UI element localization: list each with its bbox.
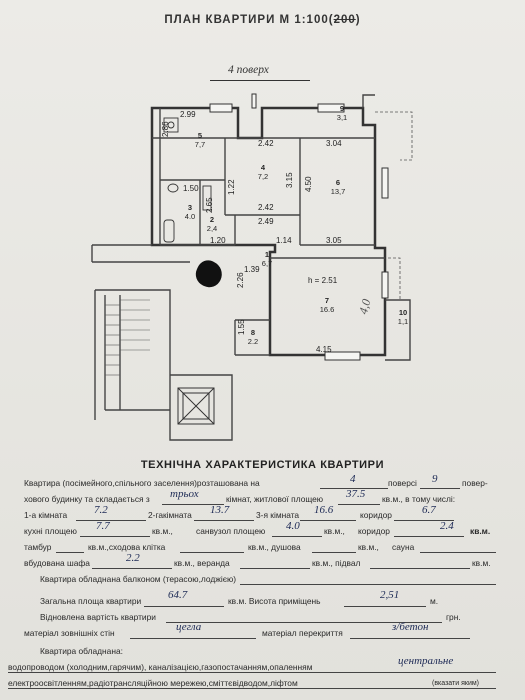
floor-value: 4 [350, 473, 356, 485]
ceiling-height-value: 2,51 [380, 589, 400, 601]
dim-label: 2.99 [180, 110, 196, 119]
kitchen-area-value: 7.7 [96, 520, 110, 532]
dim-label: 1.50 [183, 184, 199, 193]
dim-label: 2.26 [236, 272, 245, 288]
dim-label: 1.39 [244, 265, 260, 274]
floor-material-value: з/бетон [392, 621, 429, 633]
room2-area-value: 13.7 [210, 504, 230, 516]
floor-plan [91, 93, 413, 441]
dim-label: 4.15 [316, 345, 332, 354]
dim-label: 1.22 [227, 179, 236, 195]
dim-label: 1.20 [210, 236, 226, 245]
total-floors-value: 9 [432, 473, 438, 485]
floor-underline [210, 80, 310, 81]
tech-title: ТЕХНІЧНА ХАРАКТЕРИСТИКА КВАРТИРИ [140, 459, 385, 471]
dim-label: 2.49 [258, 217, 274, 226]
dim-label: 2.42 [258, 203, 274, 212]
dim-label: 2.65 [205, 197, 214, 213]
floor-label: 4 поверх [228, 64, 269, 76]
rooms-count-value: трьох [170, 488, 199, 500]
plan-title: ПЛАН КВАРТИРИ М 1:100(200) [164, 14, 361, 26]
struck-scale: 200 [333, 14, 356, 26]
dim-label: 2.86 [161, 121, 170, 137]
ceiling-height: h = 2.51 [308, 276, 338, 285]
room3-area-value: 16.6 [314, 504, 334, 516]
corridor2-area-value: 2.4 [440, 520, 454, 532]
bathroom-area-value: 4.0 [286, 520, 300, 532]
living-area-value: 37.5 [346, 488, 366, 500]
corridor-area-value: 6.7 [422, 504, 436, 516]
heating-value: центральне [398, 655, 454, 667]
total-area-value: 64.7 [168, 589, 188, 601]
dim-label: 1.14 [276, 236, 292, 245]
wall-material-value: цегла [176, 621, 202, 633]
dim-label: 3.04 [326, 139, 342, 148]
closet-area-value: 2.2 [126, 552, 140, 564]
dim-label: 3.05 [326, 236, 342, 245]
dim-label: 4.50 [304, 176, 313, 192]
room1-area-value: 7.2 [94, 504, 108, 516]
dim-label: 3.15 [285, 172, 294, 188]
dim-label: 2.42 [258, 139, 274, 148]
